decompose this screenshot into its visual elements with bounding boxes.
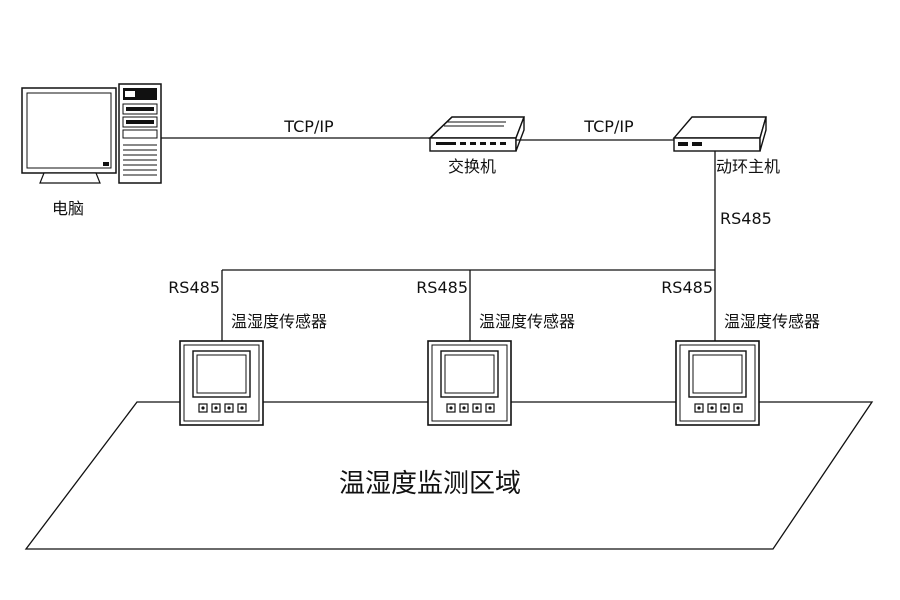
sensor-3-device-icon <box>675 340 760 426</box>
sensor-1-label: 温湿度传感器 <box>231 312 327 331</box>
switch-icon <box>428 116 526 152</box>
sensor-3-label: 温湿度传感器 <box>724 312 820 331</box>
sensor-2: RS485 温湿度传感器 <box>416 270 575 426</box>
sensor-2-device-icon <box>427 340 512 426</box>
host-bus-link-label: RS485 <box>720 209 772 228</box>
sensor-1: RS485 温湿度传感器 <box>168 270 327 426</box>
switch-label: 交换机 <box>448 157 496 176</box>
sensor-2-bus-label: RS485 <box>416 278 468 297</box>
sensor-3-bus-label: RS485 <box>661 278 713 297</box>
sensor-1-bus-label: RS485 <box>168 278 220 297</box>
computer-icon <box>21 83 162 184</box>
monitoring-area-outline <box>24 401 874 550</box>
host-icon <box>672 116 767 152</box>
computer-label: 电脑 <box>52 199 84 218</box>
pc-switch-link-label: TCP/IP <box>283 117 334 136</box>
sensor-2-label: 温湿度传感器 <box>479 312 575 331</box>
sensor-3: RS485 温湿度传感器 <box>661 270 820 426</box>
host-label: 动环主机 <box>716 157 780 176</box>
sensor-1-device-icon <box>179 340 264 426</box>
monitoring-area-label: 温湿度监测区域 <box>339 469 521 499</box>
switch-host-link-label: TCP/IP <box>583 117 634 136</box>
